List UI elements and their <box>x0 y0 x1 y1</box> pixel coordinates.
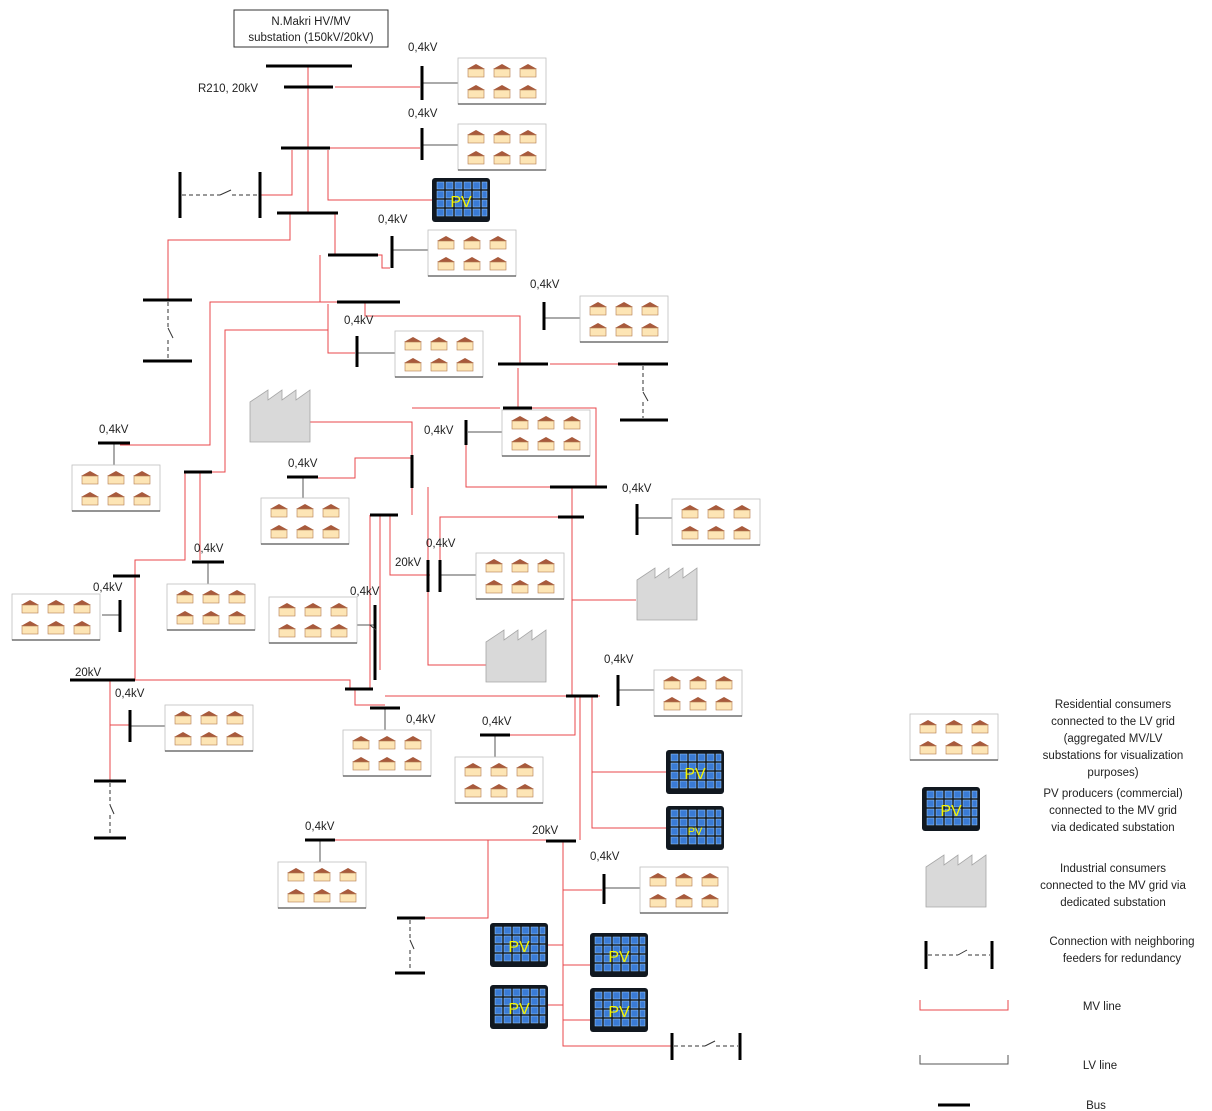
residential-consumer <box>455 757 543 803</box>
legend-lv-line: LV line <box>919 1055 1117 1072</box>
residential-consumer <box>165 705 253 751</box>
mv-lines <box>70 66 672 1047</box>
mv-20kv-label: 20kV <box>395 557 422 569</box>
feeder-label-r210: R210, 20kV <box>198 83 258 95</box>
svg-text:PV: PV <box>450 194 472 211</box>
residential-consumer <box>395 331 483 377</box>
residential-consumer <box>12 594 100 640</box>
residential-consumer <box>640 867 728 913</box>
hv-mv-substation: N.Makri HV/MV substation (150kV/20kV) <box>233 9 389 48</box>
lv-label: 0,4kV <box>406 714 436 726</box>
legend: Residential consumers connected to the L… <box>910 699 1195 1111</box>
substation-title: N.Makri HV/MV <box>271 16 351 28</box>
substation-subtitle: substation (150kV/20kV) <box>248 32 373 44</box>
lv-lines <box>102 82 672 889</box>
pv-producer: PV <box>489 922 549 968</box>
residential-consumer <box>502 410 590 456</box>
svg-text:PV producers (commercial): PV producers (commercial) <box>1043 788 1182 800</box>
industrial-consumer <box>485 629 547 683</box>
svg-text:connected to the MV grid via: connected to the MV grid via <box>1040 880 1186 892</box>
lv-label: 0,4kV <box>482 716 512 728</box>
industrial-consumer <box>636 567 698 621</box>
residential-consumer <box>580 296 668 342</box>
pv-producer: PV <box>665 805 725 851</box>
svg-text:substations for visualization: substations for visualization <box>1043 750 1184 762</box>
legend-redundancy: Connection with neighboring feeders for … <box>924 936 1195 969</box>
residential-consumer <box>167 584 255 630</box>
svg-text:Industrial consumers: Industrial consumers <box>1060 863 1166 875</box>
svg-text:connected to the MV grid: connected to the MV grid <box>1049 805 1177 817</box>
buses <box>70 64 742 1060</box>
lv-label: 0,4kV <box>408 42 438 54</box>
svg-text:PV: PV <box>508 939 530 956</box>
residential-consumer <box>343 730 431 776</box>
lv-label: 0,4kV <box>99 424 129 436</box>
residential-consumer <box>278 862 366 908</box>
residential-consumer <box>458 58 546 104</box>
lv-label: 0,4kV <box>408 108 438 120</box>
lv-label: 0,4kV <box>424 425 454 437</box>
svg-text:purposes): purposes) <box>1087 767 1138 779</box>
lv-label: 0,4kV <box>604 654 634 666</box>
svg-text:Bus: Bus <box>1086 1100 1106 1111</box>
legend-pv: PV PV producers (commercial) connected t… <box>921 786 1183 834</box>
voltage-labels: R210, 20kV 0,4kV 0,4kV 0,4kV 0,4kV 0,4kV… <box>75 42 652 863</box>
svg-text:PV: PV <box>684 766 706 783</box>
svg-text:Residential consumers: Residential consumers <box>1055 699 1172 711</box>
svg-text:connected to the LV grid: connected to the LV grid <box>1051 716 1175 728</box>
lv-label: 0,4kV <box>378 214 408 226</box>
residential-consumer <box>672 499 760 545</box>
lv-label: 0,4kV <box>622 483 652 495</box>
lv-label: 0,4kV <box>305 821 335 833</box>
redundancy-switches <box>109 189 738 1047</box>
svg-text:LV line: LV line <box>1083 1060 1117 1072</box>
lv-label: 0,4kV <box>288 458 318 470</box>
legend-mv-line: MV line <box>919 1000 1121 1013</box>
mv-20kv-label: 20kV <box>532 825 559 837</box>
svg-text:dedicated substation: dedicated substation <box>1060 897 1166 909</box>
residential-consumer <box>654 670 742 716</box>
svg-text:PV: PV <box>508 1001 530 1018</box>
svg-text:PV: PV <box>608 949 630 966</box>
lv-label: 0,4kV <box>194 543 224 555</box>
svg-text:via dedicated substation: via dedicated substation <box>1051 822 1174 834</box>
svg-text:MV line: MV line <box>1083 1001 1121 1013</box>
legend-residential: Residential consumers connected to the L… <box>910 699 1183 779</box>
pv-producer: PV <box>489 984 549 1030</box>
lv-label: 0,4kV <box>115 688 145 700</box>
residential-consumer <box>72 465 160 511</box>
svg-text:Connection with neighboring: Connection with neighboring <box>1049 936 1194 948</box>
svg-text:PV: PV <box>688 826 703 838</box>
legend-industrial: Industrial consumers connected to the MV… <box>925 854 1186 909</box>
residential-consumer <box>261 498 349 544</box>
lv-label: 0,4kV <box>93 582 123 594</box>
industrial-consumer <box>249 389 311 443</box>
lv-label: 0,4kV <box>350 586 380 598</box>
lv-label: 0,4kV <box>590 851 620 863</box>
svg-text:PV: PV <box>608 1004 630 1021</box>
residential-consumer <box>458 124 546 170</box>
pv-producer: PV <box>665 749 725 795</box>
lv-label: 0,4kV <box>426 538 456 550</box>
pv-producers: PV PV PV PV PV PV PV <box>431 177 725 1033</box>
residential-consumer <box>428 230 516 276</box>
mv-20kv-label: 20kV <box>75 667 102 679</box>
legend-bus: Bus <box>938 1100 1106 1111</box>
lv-label: 0,4kV <box>344 315 374 327</box>
pv-producer: PV <box>589 932 649 978</box>
residential-consumer <box>269 597 357 643</box>
svg-text:feeders for redundancy: feeders for redundancy <box>1063 953 1182 965</box>
pv-producer: PV <box>589 987 649 1033</box>
pv-producer: PV <box>431 177 491 223</box>
svg-text:PV: PV <box>940 803 962 820</box>
lv-label: 0,4kV <box>530 279 560 291</box>
svg-text:(aggregated MV/LV: (aggregated MV/LV <box>1064 733 1163 745</box>
residential-consumer <box>476 553 564 599</box>
